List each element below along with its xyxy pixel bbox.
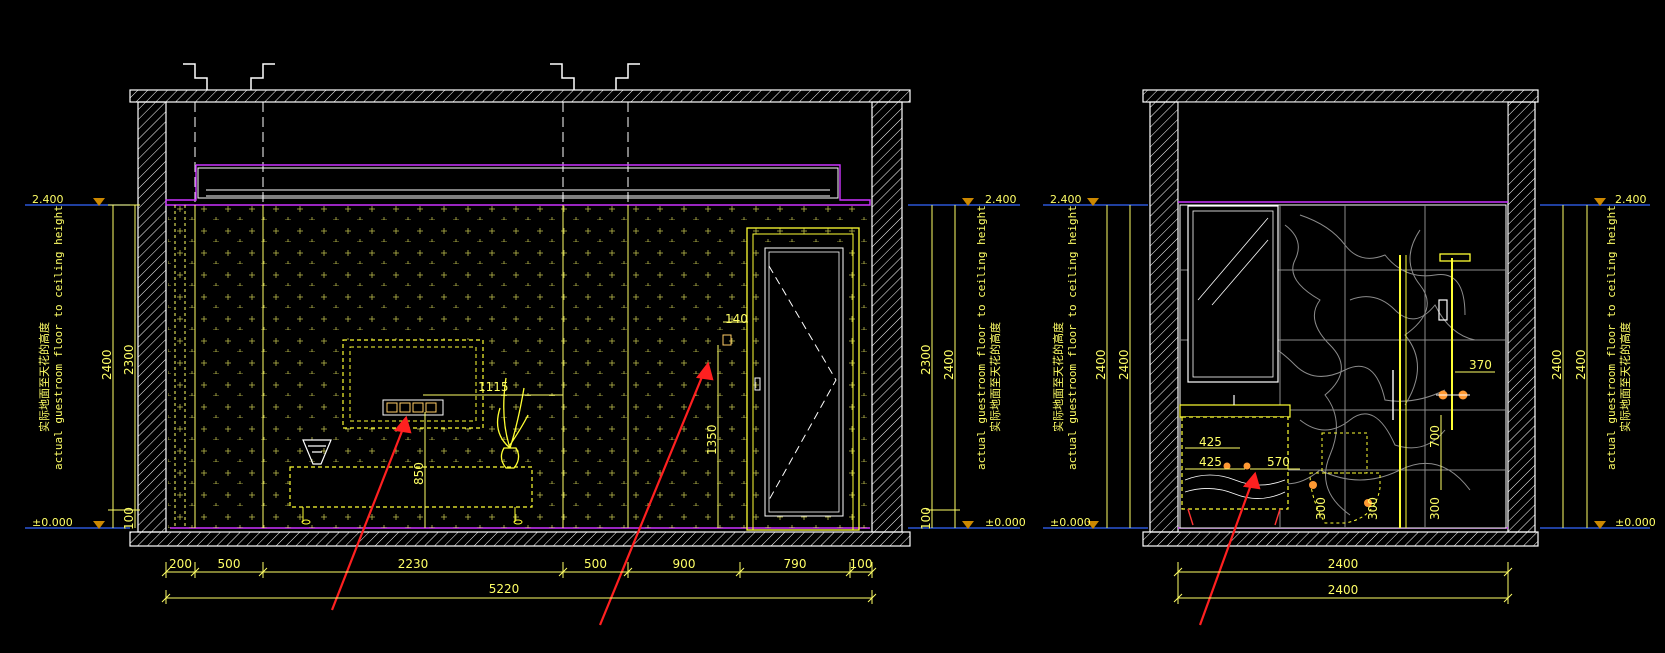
right-dim-700: 700 — [1428, 425, 1442, 448]
right-level-bottom: ±0.000 — [1050, 516, 1091, 529]
vase-plant — [496, 377, 529, 469]
right-right-note-cn: 实际地面至天花的高度 — [1618, 322, 1632, 432]
right-dim-300a: 300 — [1314, 497, 1328, 520]
right-floor-slab — [1142, 531, 1539, 547]
left-right-dim-outer: 2400 — [942, 349, 956, 380]
right-ceiling-slab — [1142, 89, 1539, 103]
right-wall-right — [1507, 101, 1536, 533]
shower — [1392, 253, 1471, 528]
left-bottom-dim-1: 500 — [218, 557, 241, 571]
left-level-bottom: ±0.000 — [32, 516, 73, 529]
left-bottom-dim-4: 900 — [673, 557, 696, 571]
annotation-arrows — [330, 361, 714, 626]
left-level-marks — [25, 198, 140, 529]
left-right-note-en: actual guestroom floor to ceiling height — [975, 205, 988, 470]
right-left-note-cn: 实际地面至天花的高度 — [1051, 322, 1065, 432]
right-right-level-top: 2.400 — [1615, 193, 1647, 206]
left-dim-base: 100 — [122, 507, 136, 530]
left-wall-right — [871, 101, 903, 533]
left-right-level-bottom: ±0.000 — [985, 516, 1026, 529]
left-note-en: actual guestroom floor to ceiling height — [52, 205, 65, 470]
right-bottom-dim-1: 2400 — [1328, 583, 1359, 597]
vanity-cabinet — [1179, 395, 1291, 526]
socket-panel — [382, 399, 444, 416]
left-total-width: 5220 — [489, 582, 520, 596]
door — [722, 227, 860, 531]
left-level-top: 2.400 — [32, 193, 64, 206]
left-dim-inner: 2300 — [122, 344, 136, 375]
left-note-cn: 实际地面至天花的高度 — [37, 322, 51, 432]
right-level-top: 2.400 — [1050, 193, 1082, 206]
left-floor-slab — [129, 531, 911, 547]
right-dim-425b: 425 — [1199, 455, 1222, 469]
left-bottom-dim-3: 500 — [584, 557, 607, 571]
right-elevation: 425 425 570 370 700 300 300 300 2.400 ±0… — [1043, 89, 1656, 626]
dim-1115: 1115 — [478, 380, 509, 394]
left-bottom-dim-6: 100 — [850, 557, 873, 571]
dim-850: 850 — [412, 462, 426, 485]
right-right-dim-outer: 2400 — [1574, 349, 1588, 380]
right-dim-370: 370 — [1469, 358, 1492, 372]
left-bottom-dim-2: 2230 — [398, 557, 429, 571]
ceiling-hangers — [183, 63, 640, 90]
left-right-dim-base: 100 — [919, 507, 933, 530]
left-bottom-dim-5: 790 — [784, 557, 807, 571]
right-right-level-bottom: ±0.000 — [1615, 516, 1656, 529]
right-dim-300b: 300 — [1366, 497, 1380, 520]
right-left-note-en: actual guestroom floor to ceiling height — [1066, 205, 1079, 470]
left-right-level-top: 2.400 — [985, 193, 1017, 206]
mirror — [1187, 205, 1279, 383]
basin-lamp — [302, 439, 332, 465]
right-right-note-en: actual guestroom floor to ceiling height — [1605, 205, 1618, 470]
dim-1350: 1350 — [705, 424, 719, 455]
left-wall-left — [137, 101, 167, 533]
left-right-note-cn: 实际地面至天花的高度 — [988, 322, 1002, 432]
toilet — [1309, 432, 1381, 524]
left-right-dim-inner: 2300 — [919, 344, 933, 375]
right-dim-425a: 425 — [1199, 435, 1222, 449]
counter — [289, 466, 533, 508]
left-bottom-dim-0: 200 — [169, 557, 192, 571]
left-dim-outer: 2400 — [100, 349, 114, 380]
right-left-dim-outer: 2400 — [1094, 349, 1108, 380]
right-dim-570: 570 — [1267, 455, 1290, 469]
right-left-dim-inner: 2400 — [1117, 349, 1131, 380]
right-bottom-dim-0: 2400 — [1328, 557, 1359, 571]
right-right-dim-inner: 2400 — [1550, 349, 1564, 380]
left-elevation: 1115 850 1350 140 2.400 ±0.000 2400 2300… — [25, 63, 1026, 626]
right-wall-left — [1149, 101, 1179, 533]
left-ceiling-slab — [129, 89, 911, 103]
dim-140: 140 — [725, 312, 748, 326]
right-dim-300c: 300 — [1428, 497, 1442, 520]
